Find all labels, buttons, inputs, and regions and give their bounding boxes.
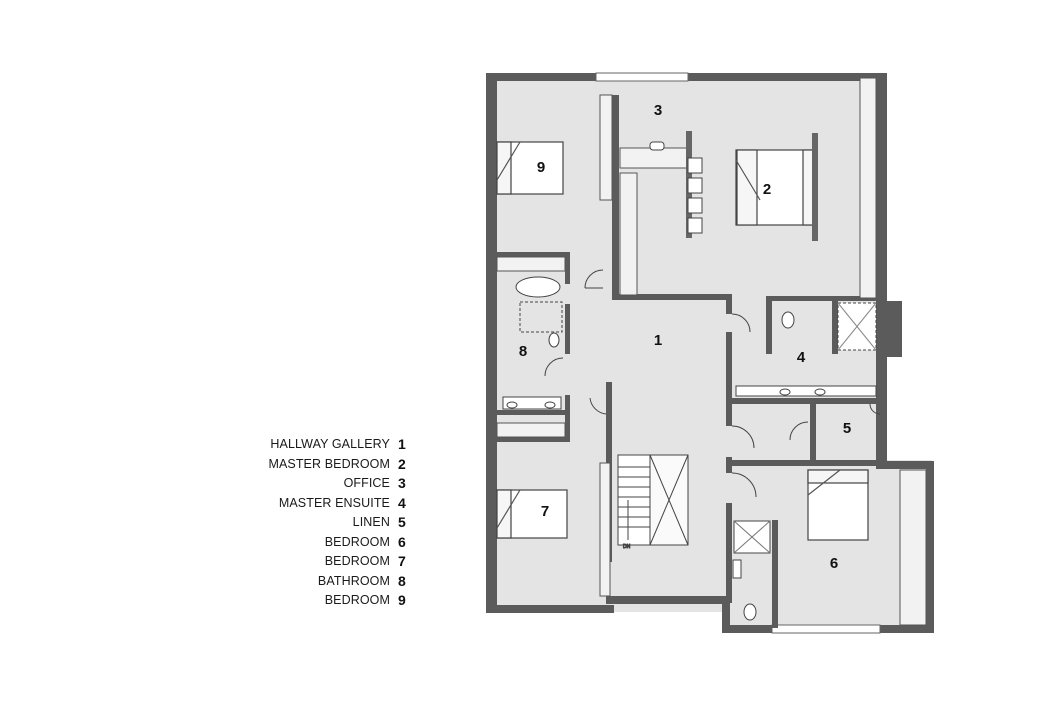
legend-row: BEDROOM 6 xyxy=(230,533,450,555)
legend-number: 8 xyxy=(398,572,406,589)
bedroom-9-bed xyxy=(496,141,564,195)
legend-label: MASTER ENSUITE xyxy=(278,495,390,510)
legend-number: 1 xyxy=(398,436,406,452)
legend-label: BEDROOM xyxy=(324,593,390,607)
legend-label: MASTER BEDROOM xyxy=(268,456,390,471)
legend-label: HALLWAY GALLERY xyxy=(270,437,390,451)
legend-row: HALLWAY GALLERY 1 xyxy=(230,436,450,457)
office-shelves xyxy=(649,141,703,234)
legend-label: LINEN xyxy=(352,515,390,529)
legend-number: 9 xyxy=(398,592,406,608)
stair: DN xyxy=(617,454,689,551)
legend-row: LINEN 5 xyxy=(230,514,450,535)
room-label-4: 4 xyxy=(797,349,806,366)
exterior-walls xyxy=(486,73,934,633)
room-label-6: 6 xyxy=(830,555,838,572)
ensuite-fixtures xyxy=(735,302,877,397)
windows xyxy=(595,72,881,634)
room-legend: HALLWAY GALLERY 1 MASTER BEDROOM 2 OFFIC… xyxy=(230,436,450,613)
legend-row: BEDROOM 7 xyxy=(230,553,450,574)
legend-row: OFFICE 3 xyxy=(230,475,450,496)
legend-number: 4 xyxy=(398,494,406,511)
room-label-9: 9 xyxy=(537,159,545,176)
legend-label: BEDROOM xyxy=(324,534,390,549)
legend-label: OFFICE xyxy=(343,476,390,490)
room-label-1: 1 xyxy=(654,332,662,349)
legend-number: 5 xyxy=(398,514,406,530)
bedroom-6-ensuite xyxy=(732,520,771,621)
legend-number: 6 xyxy=(398,533,406,550)
bathroom-fixtures xyxy=(502,276,563,410)
closets xyxy=(496,77,927,626)
door-swings xyxy=(544,269,881,498)
legend-label: BATHROOM xyxy=(317,573,390,588)
legend-number: 2 xyxy=(398,455,406,472)
legend-row: MASTER ENSUITE 4 xyxy=(230,494,450,516)
room-label-3: 3 xyxy=(654,102,662,119)
room-label-8: 8 xyxy=(519,343,527,360)
room-label-7: 7 xyxy=(541,503,549,520)
bedroom-7-bed xyxy=(496,489,568,539)
stair-note: DN xyxy=(623,544,631,550)
bedroom-6-bed xyxy=(807,469,869,541)
room-label-2: 2 xyxy=(763,181,771,198)
legend-number: 7 xyxy=(398,553,406,569)
master-bed xyxy=(686,131,818,241)
legend-label: BEDROOM xyxy=(324,554,390,568)
legend-number: 3 xyxy=(398,475,406,491)
legend-row: BEDROOM 9 xyxy=(230,592,450,613)
legend-row: MASTER BEDROOM 2 xyxy=(230,455,450,477)
legend-row: BATHROOM 8 xyxy=(230,572,450,594)
room-label-5: 5 xyxy=(843,420,851,437)
